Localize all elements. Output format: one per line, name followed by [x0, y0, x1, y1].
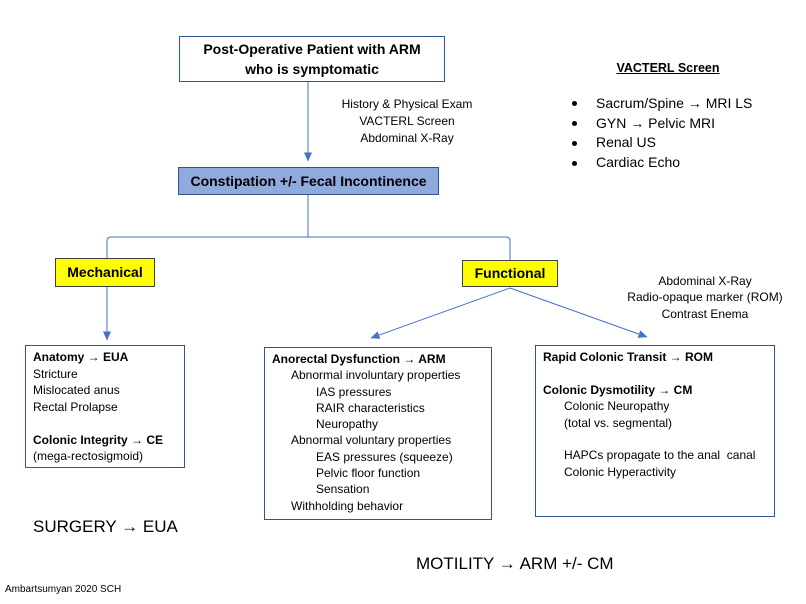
initial-workup-item: Abdominal X-Ray — [360, 130, 454, 145]
spacer — [543, 365, 774, 381]
spacer — [543, 431, 774, 447]
anorectal-dysfunction-box: Anorectal Dysfunction → ARM Abnormal inv… — [264, 347, 492, 520]
vacterl-item: Cardiac Echo — [572, 153, 752, 173]
branch-bracket — [106, 236, 511, 260]
voluntary-label: Abnormal voluntary properties — [291, 433, 452, 448]
spacer — [33, 415, 184, 432]
colonic-integrity-heading: Colonic Integrity → CE — [33, 432, 164, 447]
functional-workup-item: Radio-opaque marker (ROM) — [627, 290, 783, 305]
voluntary-item: EAS pressures (squeeze) — [316, 449, 453, 464]
colonic-box: Rapid Colonic Transit → ROM Colonic Dysm… — [535, 345, 775, 517]
involuntary-item: RAIR characteristics — [316, 400, 425, 415]
withholding-behavior: Withholding behavior — [291, 498, 404, 513]
initial-workup-item: VACTERL Screen — [359, 113, 455, 128]
bullet-icon — [572, 101, 577, 107]
rapid-transit-heading: Rapid Colonic Transit → ROM — [543, 350, 714, 364]
vacterl-item-label: Cardiac Echo — [596, 154, 681, 171]
voluntary-item: Pelvic floor function — [316, 466, 421, 481]
anorectal-heading: Anorectal Dysfunction → ARM — [272, 352, 446, 366]
vacterl-list: Sacrum/Spine → MRI LS GYN → Pelvic MRI R… — [572, 94, 752, 173]
involuntary-item: IAS pressures — [316, 384, 392, 399]
motility-summary: MOTILITY → ARM +/- CM — [416, 554, 614, 573]
vacterl-item: Sacrum/Spine → MRI LS — [572, 94, 752, 114]
presentation-box: Constipation +/- Fecal Incontinence — [178, 167, 439, 195]
anatomy-item: Rectal Prolapse — [33, 399, 118, 414]
functional-category: Functional — [462, 260, 558, 287]
initial-workup: History & Physical Exam VACTERL Screen A… — [337, 96, 477, 147]
involuntary-label: Abnormal involuntary properties — [291, 368, 461, 383]
functional-workup-item: Abdominal X-Ray — [658, 273, 752, 288]
voluntary-item: Sensation — [316, 482, 370, 497]
colonic-integrity-note: (mega-rectosigmoid) — [33, 449, 144, 463]
credit-text: Ambartsumyan 2020 SCH — [5, 584, 122, 595]
dysmotility-heading: Colonic Dysmotility → CM — [543, 382, 693, 397]
bullet-icon — [572, 160, 577, 166]
dysmotility-item: Colonic Neuropathy — [564, 399, 670, 414]
anatomy-item: Stricture — [33, 366, 78, 381]
mechanical-category: Mechanical — [55, 258, 155, 287]
vacterl-title: VACTERL Screen — [616, 61, 720, 75]
dysmotility-item: (total vs. segmental) — [564, 415, 673, 430]
patient-box-line2: who is symptomatic — [245, 61, 379, 77]
bullet-icon — [572, 121, 577, 127]
initial-workup-item: History & Physical Exam — [341, 96, 473, 111]
dysmotility-item: HAPCs propagate to the anal canal — [564, 448, 756, 463]
anatomy-heading: Anatomy → EUA — [33, 350, 129, 364]
vacterl-item-label: Sacrum/Spine → MRI LS — [596, 95, 753, 111]
vacterl-item-label: Renal US — [596, 134, 656, 151]
functional-workup-item: Contrast Enema — [661, 306, 749, 321]
patient-box: Post-Operative Patient with ARM who is s… — [179, 36, 445, 82]
vacterl-item: Renal US — [572, 133, 752, 153]
bullet-icon — [572, 140, 577, 146]
arrow-to-colonic-box — [509, 287, 648, 338]
surgery-summary: SURGERY → EUA — [33, 517, 178, 536]
anatomy-item: Mislocated anus — [33, 383, 120, 397]
mechanical-details-box: Anatomy → EUA Stricture Mislocated anus … — [25, 345, 185, 468]
patient-box-line1: Post-Operative Patient with ARM — [203, 41, 421, 57]
dysmotility-item: Colonic Hyperactivity — [564, 464, 677, 479]
vacterl-item: GYN → Pelvic MRI — [572, 114, 752, 134]
vacterl-item-label: GYN → Pelvic MRI — [596, 114, 716, 131]
arrow-to-anorectal-box — [370, 287, 511, 339]
involuntary-item: Neuropathy — [316, 417, 379, 432]
functional-workup: Abdominal X-Ray Radio-opaque marker (ROM… — [620, 273, 790, 323]
